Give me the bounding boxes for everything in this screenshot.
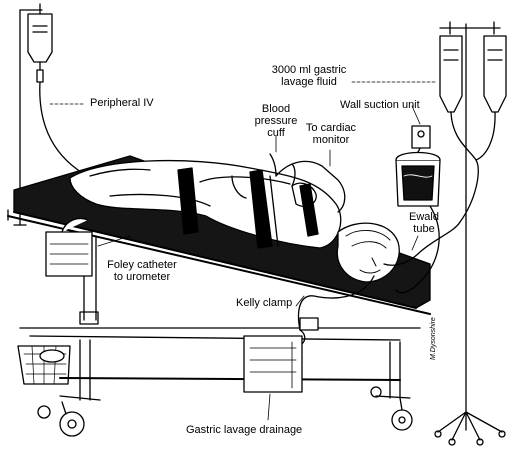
bp-cuff	[269, 153, 346, 213]
label-bp-cuff: Blood pressure cuff	[254, 103, 298, 139]
wall-suction-unit	[395, 125, 441, 294]
label-lavage-fluid: 3000 ml gastric lavage fluid	[262, 64, 356, 88]
label-peripheral-iv: Peripheral IV	[90, 97, 154, 109]
leader-kelly-clamp	[295, 295, 305, 307]
lavage-fluid-bags	[439, 35, 507, 223]
foley-urometer	[45, 217, 93, 277]
label-kelly-clamp: Kelly clamp	[236, 297, 293, 309]
leader-ewald-tube	[411, 235, 419, 251]
drain-tube	[297, 275, 375, 331]
label-lavage-fluid-line2: lavage fluid	[281, 76, 337, 88]
label-foley-catheter: Foley catheter to urometer	[100, 259, 184, 283]
drainage-container	[243, 329, 306, 393]
artist-signature: M.Dysonshire	[430, 317, 437, 360]
ewald-tube	[383, 221, 461, 266]
label-bp-cuff-line1: Blood	[261, 103, 291, 115]
label-cardiac-monitor-line1: To cardiac	[305, 122, 357, 134]
label-foley-catheter-line1: Foley catheter	[107, 259, 177, 271]
leader-foley	[97, 235, 131, 247]
label-ewald-tube-line1: Ewald	[409, 211, 439, 223]
label-lavage-fluid-line1: 3000 ml gastric	[271, 64, 347, 76]
label-foley-catheter-line2: to urometer	[113, 271, 171, 283]
iv-bag	[27, 13, 53, 83]
label-gastric-drainage: Gastric lavage drainage	[186, 424, 303, 436]
leader-wall-suction	[411, 105, 421, 125]
label-ewald-tube: Ewald tube	[406, 211, 442, 235]
iv-pole-right	[434, 21, 506, 446]
label-bp-cuff-line2: pressure	[254, 115, 298, 127]
label-wall-suction: Wall suction unit	[340, 99, 420, 111]
label-cardiac-monitor-line2: monitor	[312, 134, 350, 146]
label-bp-cuff-line3: cuff	[267, 127, 285, 139]
restraint-straps	[177, 167, 319, 249]
leader-drainage	[267, 393, 271, 421]
label-cardiac-monitor: To cardiac monitor	[302, 122, 360, 146]
label-ewald-tube-line2: tube	[413, 223, 435, 235]
